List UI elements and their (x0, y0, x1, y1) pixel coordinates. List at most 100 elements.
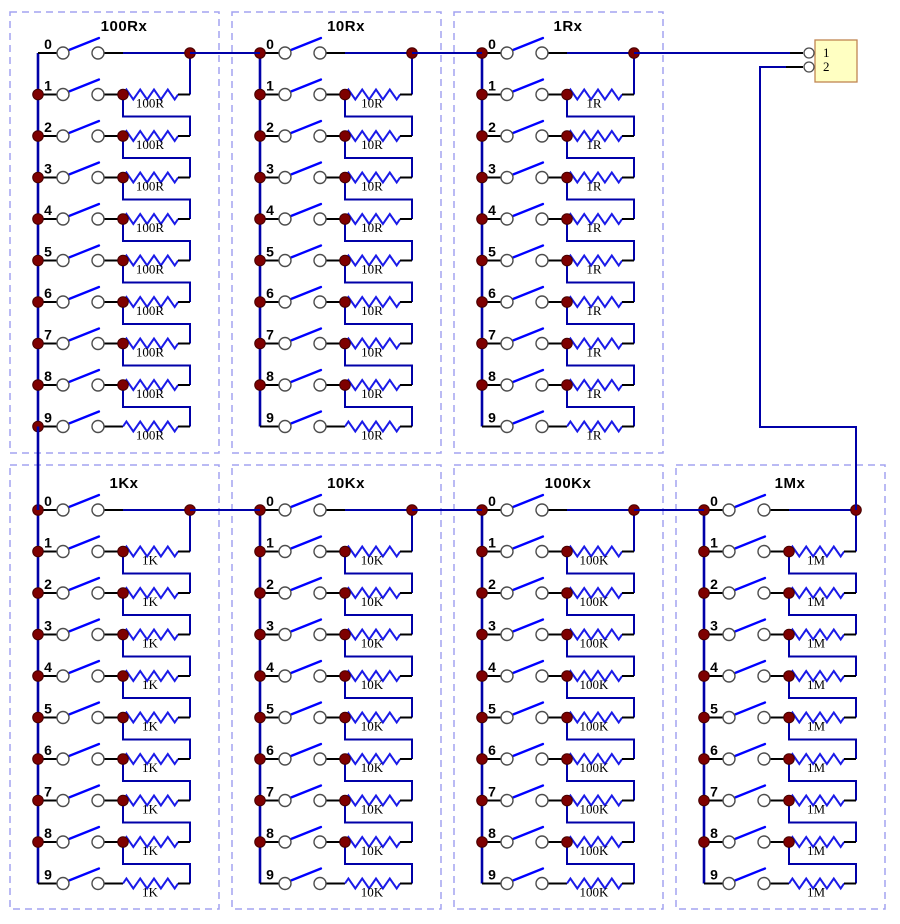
resistor-zigzag (566, 419, 623, 434)
row-number: 5 (266, 244, 274, 260)
switch-lever[interactable] (733, 701, 767, 716)
resistor-tap-dot (117, 130, 129, 142)
switch-lever[interactable] (289, 78, 323, 93)
bank-border (231, 464, 442, 910)
switch-lever[interactable] (511, 784, 545, 799)
switch-lever[interactable] (289, 410, 323, 425)
switch-lever[interactable] (289, 119, 323, 135)
switch-lever[interactable] (289, 825, 323, 841)
switch-contact (500, 419, 514, 434)
resistor-tap-dot (339, 171, 351, 184)
terminal-pin[interactable] (803, 61, 815, 73)
resistor-zigzag (122, 793, 179, 808)
switch-lever[interactable] (733, 742, 767, 758)
switch-lever[interactable] (511, 368, 545, 384)
switch-lever[interactable] (289, 659, 323, 675)
switch-lever[interactable] (511, 244, 545, 259)
series-route-wire (566, 717, 635, 759)
switch-lever[interactable] (511, 659, 545, 675)
switch-lever[interactable] (511, 825, 545, 841)
switch-lever[interactable] (67, 618, 101, 633)
switch-lever[interactable] (67, 535, 101, 550)
switch-lever[interactable] (67, 327, 101, 342)
switch-lever[interactable] (67, 161, 101, 176)
switch-lever[interactable] (289, 742, 323, 758)
switch-lever[interactable] (67, 493, 101, 509)
switch-lever[interactable] (67, 368, 101, 384)
switch-lever[interactable] (289, 618, 323, 633)
switch-lever[interactable] (733, 659, 767, 675)
switch-lever[interactable] (289, 244, 323, 259)
bus-junction-dot (476, 711, 488, 724)
switch-lever[interactable] (289, 867, 323, 882)
bus-junction-dot (254, 836, 266, 848)
resistor-zigzag (566, 793, 623, 808)
switch-lever[interactable] (511, 410, 545, 425)
switch-contact (56, 752, 70, 766)
resistor-tap-dot (561, 628, 573, 641)
switch-lever[interactable] (289, 493, 323, 509)
switch-lever[interactable] (511, 285, 545, 301)
switch-lever[interactable] (511, 742, 545, 758)
series-route-wire (566, 260, 635, 302)
switch-lever[interactable] (289, 368, 323, 384)
switch-lever[interactable] (289, 327, 323, 342)
resistor-tap-dot (561, 379, 573, 391)
switch-lever[interactable] (511, 119, 545, 135)
switch-lever[interactable] (289, 161, 323, 176)
switch-lever[interactable] (67, 78, 101, 93)
switch-lever[interactable] (67, 742, 101, 758)
resistor-zigzag (344, 752, 401, 766)
switch-lever[interactable] (511, 576, 545, 592)
switch-lever[interactable] (733, 576, 767, 592)
switch-lever[interactable] (67, 659, 101, 675)
switch-lever[interactable] (289, 535, 323, 550)
switch-lever[interactable] (289, 576, 323, 592)
switch-lever[interactable] (67, 244, 101, 259)
switch-lever[interactable] (67, 202, 101, 218)
switch-lever[interactable] (67, 285, 101, 301)
switch-lever[interactable] (289, 285, 323, 301)
switch-lever[interactable] (289, 701, 323, 716)
terminal-pin[interactable] (803, 47, 815, 59)
switch-lever[interactable] (511, 493, 545, 509)
switch-lever[interactable] (289, 36, 323, 52)
switch-lever[interactable] (511, 327, 545, 342)
switch-lever[interactable] (511, 161, 545, 176)
switch-lever[interactable] (289, 202, 323, 218)
switch-lever[interactable] (67, 36, 101, 52)
switch-lever[interactable] (733, 618, 767, 633)
resistor-zigzag (788, 752, 845, 766)
switch-lever[interactable] (733, 867, 767, 882)
switch-contact (91, 876, 105, 891)
switch-lever[interactable] (67, 410, 101, 425)
switch-row-5: 51K (38, 701, 190, 734)
switch-lever[interactable] (67, 701, 101, 716)
series-route-wire (344, 385, 413, 427)
switch-lever[interactable] (289, 784, 323, 799)
bus-junction-dot (32, 836, 44, 848)
switch-lever[interactable] (511, 78, 545, 93)
switch-lever[interactable] (733, 784, 767, 799)
switch-contact (757, 586, 771, 600)
switch-lever[interactable] (511, 867, 545, 882)
terminal-block-body[interactable] (814, 39, 858, 83)
switch-lever[interactable] (511, 701, 545, 716)
switch-lever[interactable] (733, 493, 767, 509)
switch-lever[interactable] (511, 618, 545, 633)
switch-lever[interactable] (67, 784, 101, 799)
switch-lever[interactable] (511, 36, 545, 52)
switch-lever[interactable] (67, 576, 101, 592)
switch-lever[interactable] (511, 202, 545, 218)
resistor-tap-dot (339, 794, 351, 807)
switch-lever[interactable] (733, 535, 767, 550)
switch-lever[interactable] (67, 867, 101, 882)
switch-lever[interactable] (511, 535, 545, 550)
series-route-wire (344, 593, 413, 635)
switch-lever[interactable] (67, 119, 101, 135)
switch-lever[interactable] (67, 825, 101, 841)
switch-lever[interactable] (733, 825, 767, 841)
resistor-label: 1M (807, 719, 826, 734)
